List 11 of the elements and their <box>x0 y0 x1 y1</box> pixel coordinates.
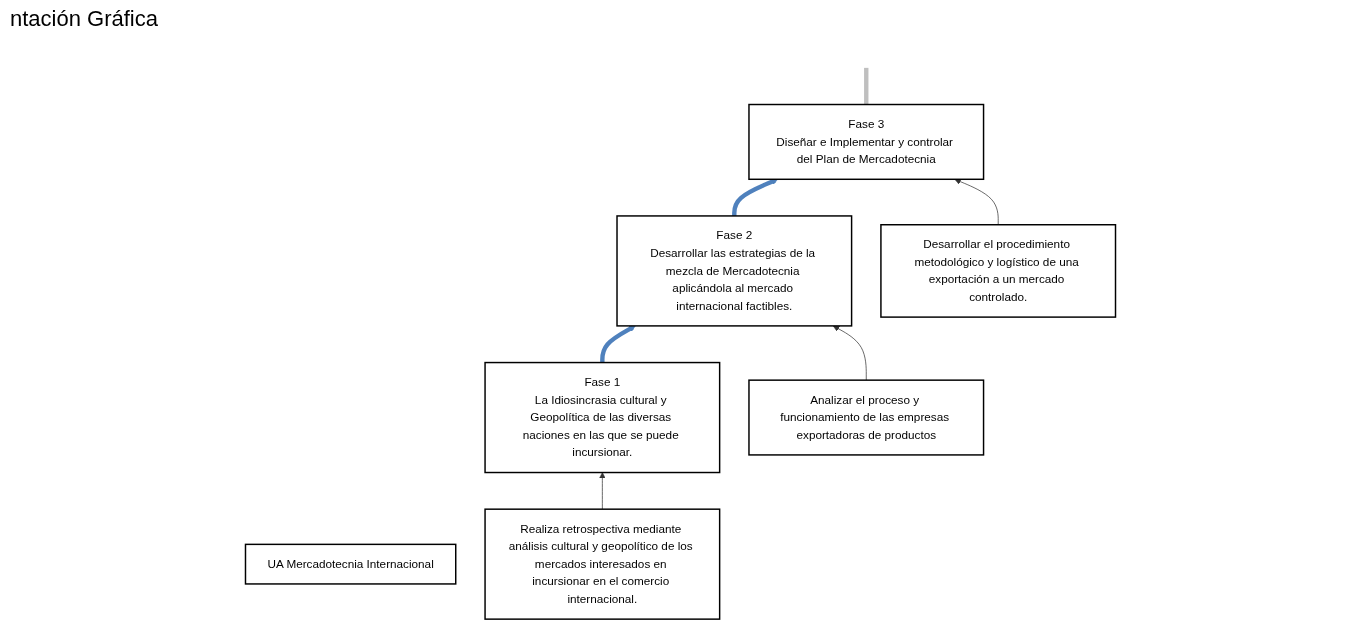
node-box: Analizar el proceso y funcionamiento de las empresas exportadoras de productos <box>748 379 985 456</box>
node-box: Fase 2 Desarrollar las estrategias de la mezcla de Mercadotecnia aplicándola al mercado internacional factibles. <box>616 215 853 327</box>
node-box: UA Mercadotecnia Internacional <box>244 543 457 585</box>
node-box: Fase 1 La Idiosincrasia cultural y Geopolítica de las diversas naciones en las que se puede incursionar. <box>484 361 721 474</box>
arrow <box>600 325 636 363</box>
arrow <box>732 178 778 216</box>
node-box: Desarrollar el procedimiento metodológico y logístico de una exportación a un mercado controlado. <box>880 224 1117 318</box>
diagram-title: ntación Gráfica <box>10 6 158 32</box>
node-box: Realiza retrospectiva mediante análisis cultural y geopolítico de los mercados interesados en incursionar en el comercio internacional. <box>484 508 721 620</box>
node-box: Fase 3 Diseñar e Implementar y controlar del Plan de Mercadotecnia <box>748 103 985 181</box>
connector <box>864 67 869 105</box>
